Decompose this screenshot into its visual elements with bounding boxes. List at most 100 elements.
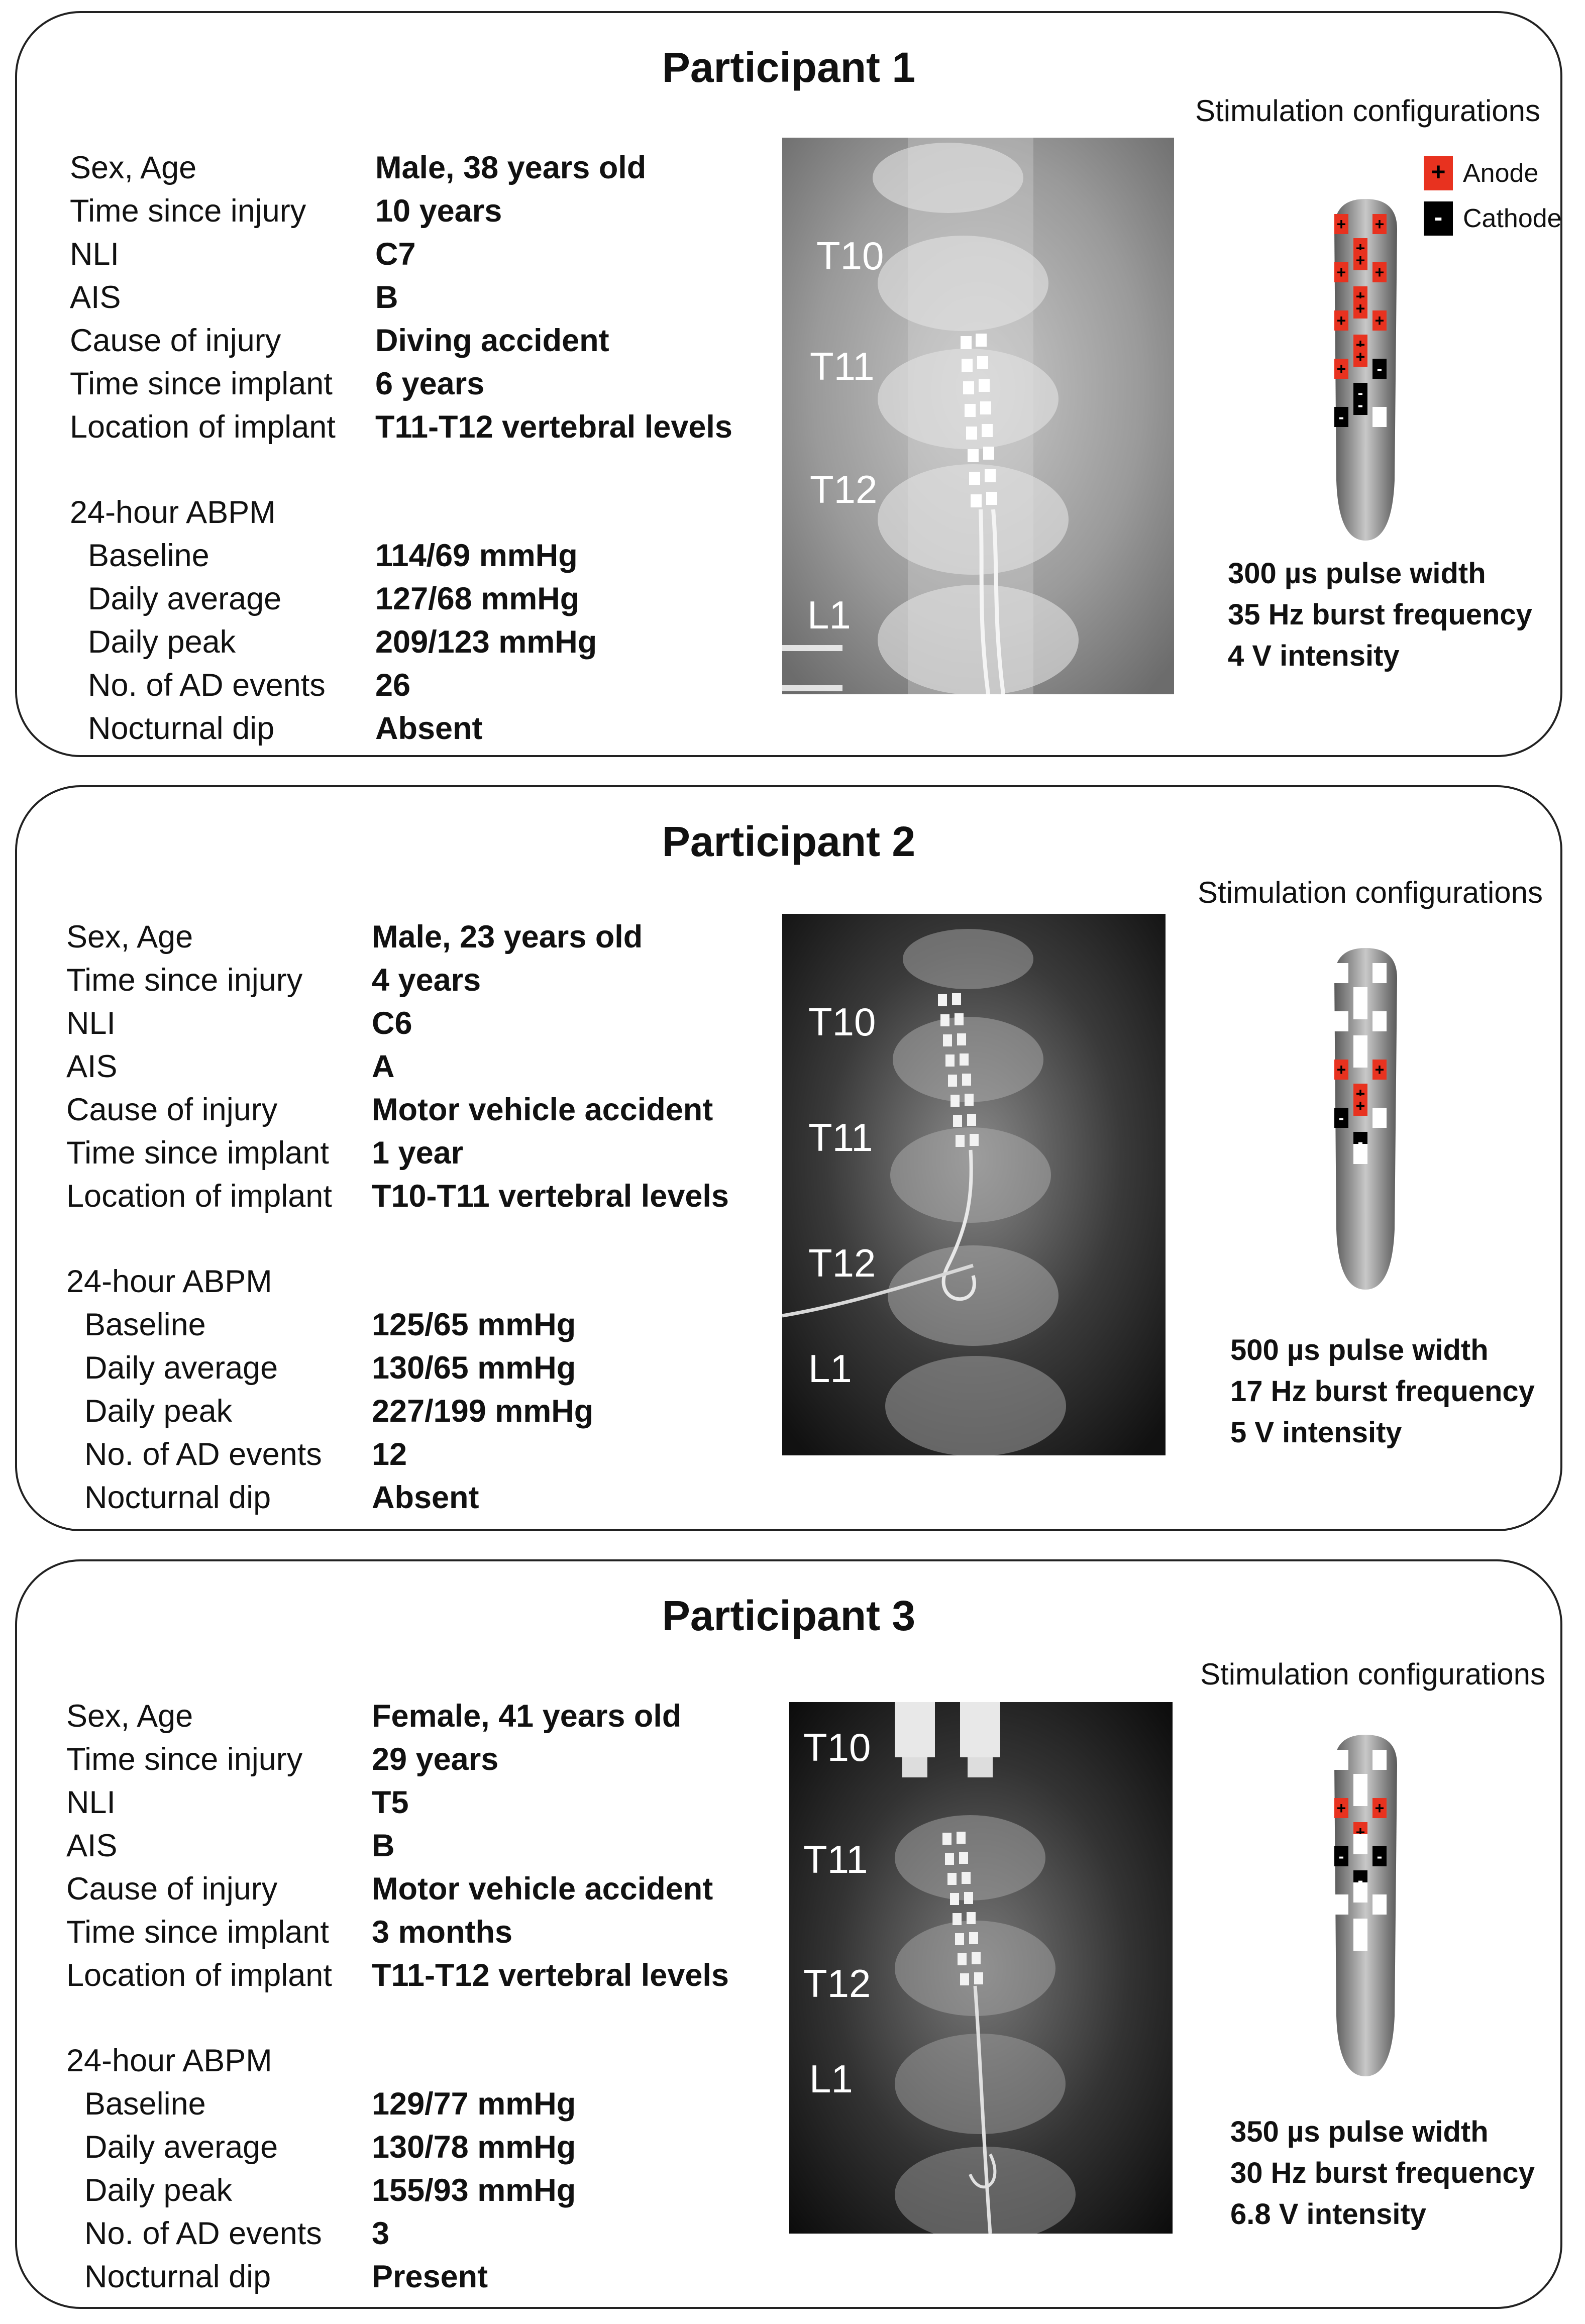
stim-param: 30 Hz burst frequency (1230, 2157, 1535, 2189)
abpm-heading: 24-hour ABPM (66, 2039, 750, 2082)
info-value: C7 (375, 237, 416, 272)
info-value: T11-T12 vertebral levels (372, 1958, 729, 1993)
anode-contact: + (1372, 1060, 1387, 1080)
anode-contact: + (1353, 347, 1367, 367)
info-label: AIS (66, 1049, 118, 1084)
inactive-contact (1353, 999, 1367, 1019)
info-value: 3 months (372, 1915, 513, 1950)
info-row: AIS B (70, 276, 753, 319)
stim-param: 300 µs pulse width (1228, 557, 1486, 590)
info-value: T5 (372, 1785, 409, 1820)
vertebra-label: T10 (808, 1000, 876, 1044)
vertebra-label: T11 (808, 1115, 873, 1159)
info-value: 130/78 mmHg (372, 2130, 576, 2165)
stim-parameters: 350 µs pulse width 30 Hz burst frequency… (1230, 2111, 1535, 2235)
anode-contact: + (1353, 250, 1367, 270)
cathode-contact: - (1334, 1846, 1348, 1866)
info-value: B (375, 280, 398, 315)
anode-contact: + (1372, 262, 1387, 282)
anode-contact: + (1334, 359, 1348, 379)
participant-title: Participant 2 (662, 818, 916, 865)
cathode-contact: - (1372, 1846, 1387, 1866)
info-value: Motor vehicle accident (372, 1092, 713, 1127)
anode-contact: + (1372, 1798, 1387, 1818)
cathode-contact: - (1353, 395, 1367, 415)
vertebra-label: T12 (803, 1961, 871, 2005)
info-label: Cause of injury (66, 1092, 278, 1127)
stim-config-title: Stimulation configurations (1195, 94, 1541, 128)
info-label: Location of implant (66, 1958, 332, 1993)
info-row: Time since implant 1 year (66, 1131, 750, 1175)
svg-text:-: - (1358, 1871, 1363, 1889)
info-value: Motor vehicle accident (372, 1871, 713, 1907)
participant-title: Participant 1 (662, 44, 916, 91)
info-value: 26 (375, 668, 411, 703)
inactive-contact (1372, 1011, 1387, 1031)
stim-config-title: Stimulation configurations (1198, 876, 1543, 909)
inactive-contact (1334, 1011, 1348, 1031)
electrode-legend: + Anode - Cathode (1424, 156, 1562, 247)
stim-param: 6.8 V intensity (1230, 2198, 1427, 2231)
info-value: Present (372, 2259, 488, 2294)
info-value: 29 years (372, 1742, 499, 1777)
info-label: Sex, Age (70, 150, 197, 185)
info-label: Daily average (84, 1350, 278, 1386)
inactive-contact (1372, 1894, 1387, 1915)
stim-config-title: Stimulation configurations (1200, 1657, 1546, 1691)
info-label: Time since injury (66, 963, 303, 998)
svg-text:+: + (1337, 263, 1346, 281)
svg-text:-: - (1339, 408, 1344, 426)
info-label: No. of AD events (84, 2216, 322, 2251)
vertebra-label: T11 (810, 344, 875, 388)
info-value: C6 (372, 1006, 412, 1041)
info-value: 114/69 mmHg (375, 538, 578, 573)
info-label: Baseline (88, 538, 209, 573)
info-value: 127/68 mmHg (375, 581, 580, 616)
anode-contact: + (1353, 1096, 1367, 1116)
info-label: Nocturnal dip (88, 711, 275, 746)
info-label: Time since implant (66, 1135, 329, 1171)
svg-text:+: + (1375, 1061, 1385, 1079)
svg-text:+: + (1337, 311, 1346, 330)
info-value: 155/93 mmHg (372, 2173, 576, 2208)
svg-text:+: + (1375, 311, 1385, 330)
stim-parameters: 300 µs pulse width 35 Hz burst frequency… (1228, 553, 1532, 677)
info-label: Time since implant (70, 366, 333, 401)
anode-contact: + (1372, 310, 1387, 331)
inactive-contact (1372, 1750, 1387, 1770)
vertebra-label: L1 (807, 593, 851, 637)
vertebra-label: T12 (810, 467, 878, 511)
info-label: Baseline (84, 2086, 206, 2122)
stim-param: 4 V intensity (1228, 640, 1400, 672)
inactive-contact (1372, 963, 1387, 983)
info-value: 1 year (372, 1135, 464, 1171)
xray-image: T10 T11 T12 L1 (782, 138, 1174, 694)
inactive-contact (1372, 1108, 1387, 1128)
info-row: Location of implant T11-T12 vertebral lev… (66, 1954, 750, 1997)
electrode-lead: ++++-- (1329, 948, 1402, 1290)
info-label: NLI (70, 237, 120, 272)
legend-anode: + Anode (1424, 156, 1549, 201)
info-label: Cause of injury (66, 1871, 278, 1907)
legend-label: Anode (1463, 159, 1539, 188)
svg-text:+: + (1375, 215, 1385, 233)
inactive-contact (1372, 407, 1387, 427)
svg-text:-: - (1358, 396, 1363, 414)
svg-text:+: + (1337, 360, 1346, 378)
info-label: Nocturnal dip (84, 1480, 271, 1515)
stim-parameters: 500 µs pulse width 17 Hz burst frequency… (1230, 1330, 1535, 1453)
info-label: AIS (70, 280, 121, 315)
